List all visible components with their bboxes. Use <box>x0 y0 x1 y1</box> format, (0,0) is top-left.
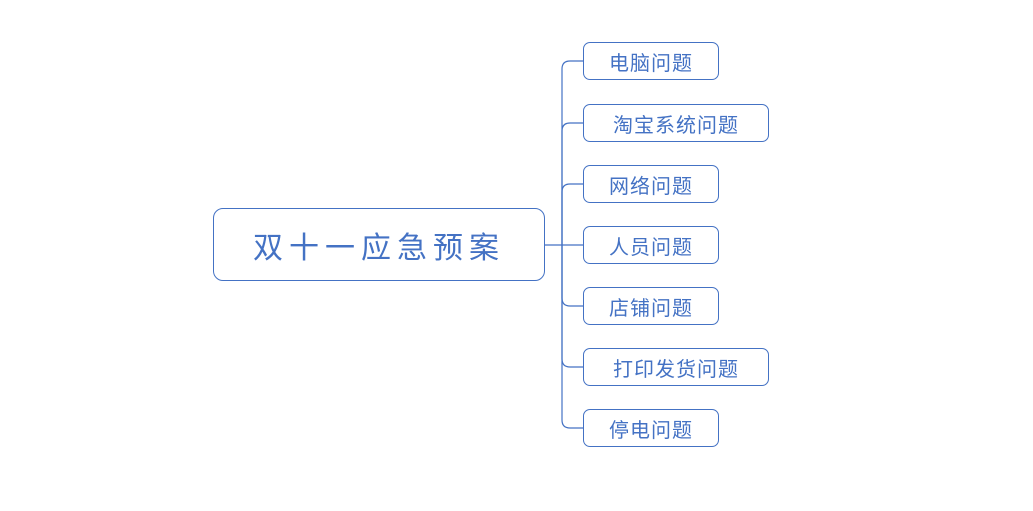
connector-branch-5 <box>561 245 583 307</box>
child-node-shop[interactable]: 店铺问题 <box>583 287 719 325</box>
child-node-taobao-system[interactable]: 淘宝系统问题 <box>583 104 769 142</box>
connector-branch-6 <box>561 245 583 368</box>
child-node-personnel[interactable]: 人员问题 <box>583 226 719 264</box>
connector-branch-1 <box>561 60 583 245</box>
connector-branch-2 <box>561 122 583 245</box>
connector-branch-7 <box>561 245 583 429</box>
connector-branch-3 <box>561 183 583 245</box>
child-node-label: 停电问题 <box>609 419 693 442</box>
child-node-label: 网络问题 <box>609 175 693 198</box>
root-node[interactable]: 双十一应急预案 <box>213 208 545 281</box>
root-node-label: 双十一应急预案 <box>253 231 505 265</box>
child-node-power-outage[interactable]: 停电问题 <box>583 409 719 447</box>
child-node-label: 人员问题 <box>609 236 693 259</box>
child-node-label: 店铺问题 <box>609 297 693 320</box>
child-node-computer[interactable]: 电脑问题 <box>583 42 719 80</box>
child-node-label: 打印发货问题 <box>613 358 739 381</box>
child-node-label: 电脑问题 <box>609 52 693 75</box>
child-node-label: 淘宝系统问题 <box>613 114 739 137</box>
child-node-network[interactable]: 网络问题 <box>583 165 719 203</box>
child-node-print-shipping[interactable]: 打印发货问题 <box>583 348 769 386</box>
